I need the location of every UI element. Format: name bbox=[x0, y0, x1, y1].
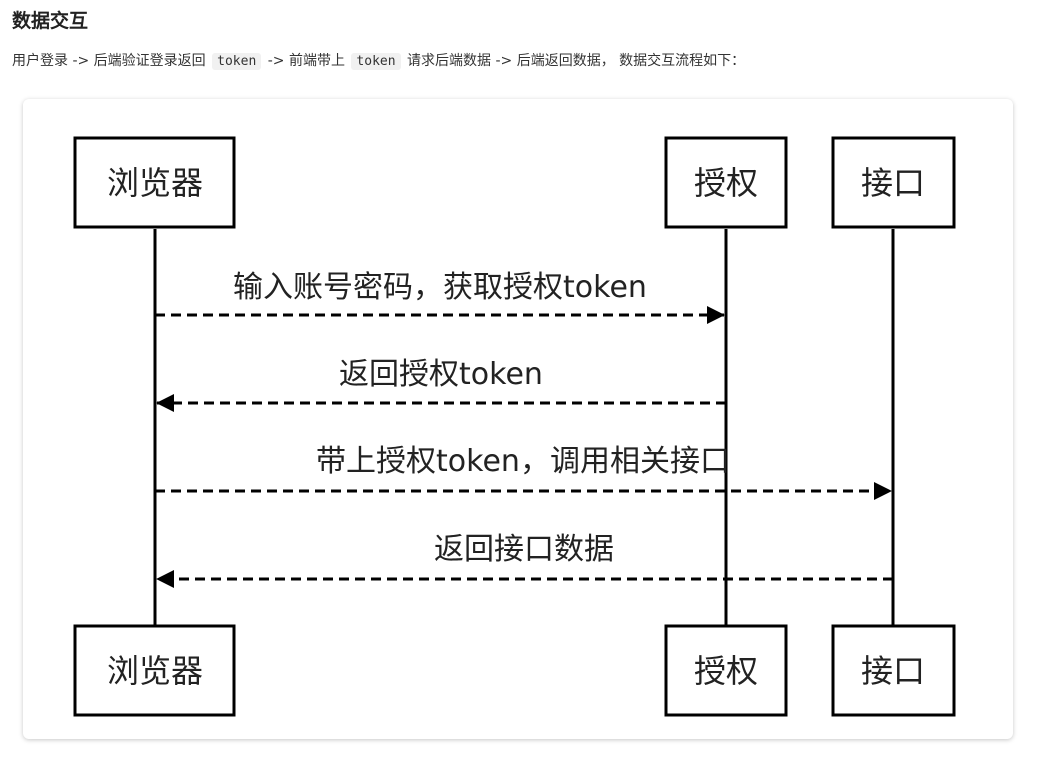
intro-part-3: 请求后端数据 -> 后端返回数据， 数据交互流程如下： bbox=[407, 53, 746, 69]
inline-code-token-2: token bbox=[351, 53, 401, 70]
participant-label-api-top: 接口 bbox=[861, 164, 925, 202]
message-4: 返回接口数据 bbox=[156, 532, 893, 588]
participant-box-api-top: 接口 bbox=[831, 136, 956, 229]
sequence-diagram: 浏览器 授权 接口 输入账号密码，获取授权token 返回授权token 带上授… bbox=[73, 136, 956, 717]
sequence-diagram-figure: 浏览器 授权 接口 输入账号密码，获取授权token 返回授权token 带上授… bbox=[23, 99, 1013, 739]
participant-label-api-bottom: 接口 bbox=[861, 652, 925, 690]
participant-label-browser-top: 浏览器 bbox=[107, 164, 203, 202]
intro-part-2: -> 前端带上 bbox=[267, 53, 345, 69]
message-label-1: 输入账号密码，获取授权token bbox=[233, 270, 647, 305]
intro-part-1: 用户登录 -> 后端验证登录返回 bbox=[12, 53, 206, 69]
participant-label-auth-top: 授权 bbox=[694, 164, 758, 202]
intro-text: 用户登录 -> 后端验证登录返回 token -> 前端带上 token 请求后… bbox=[12, 50, 745, 73]
participant-box-auth-bottom: 授权 bbox=[664, 624, 788, 717]
participant-box-browser-top: 浏览器 bbox=[73, 136, 236, 229]
message-1: 输入账号密码，获取授权token bbox=[155, 270, 725, 324]
section-title: 数据交互 bbox=[12, 10, 89, 32]
participant-label-browser-bottom: 浏览器 bbox=[107, 652, 203, 690]
message-label-4: 返回接口数据 bbox=[434, 532, 614, 567]
message-label-2: 返回授权token bbox=[339, 357, 543, 392]
message-3: 带上授权token，调用相关接口 bbox=[155, 444, 892, 500]
participant-box-api-bottom: 接口 bbox=[831, 624, 956, 717]
message-2: 返回授权token bbox=[156, 357, 726, 412]
message-label-3: 带上授权token，调用相关接口 bbox=[316, 444, 730, 479]
participant-box-browser-bottom: 浏览器 bbox=[73, 624, 236, 717]
participant-box-auth-top: 授权 bbox=[664, 136, 788, 229]
inline-code-token-1: token bbox=[212, 53, 262, 70]
participant-label-auth-bottom: 授权 bbox=[694, 652, 758, 690]
